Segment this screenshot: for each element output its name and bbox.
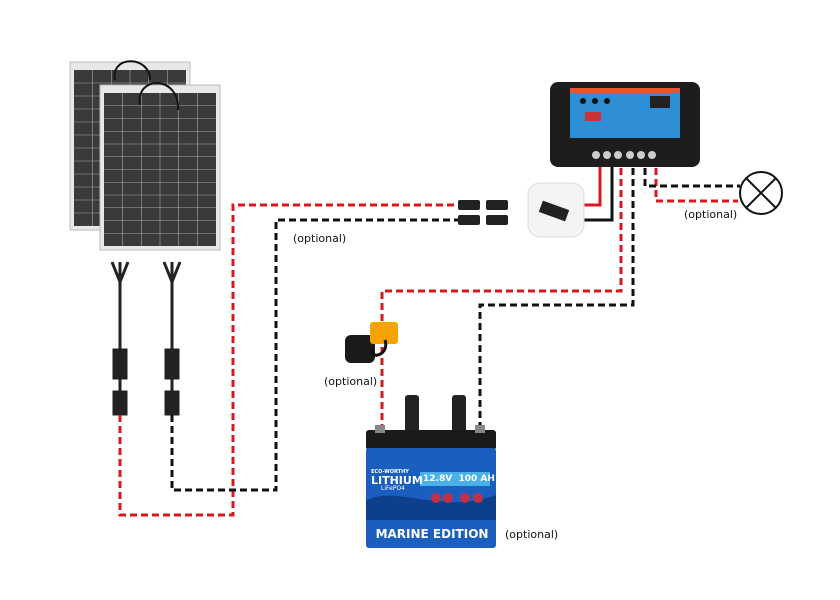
optional-load-label: (optional): [684, 208, 738, 221]
battery-rating: 12.8V 100 AH: [423, 474, 495, 484]
lamp-load-icon: [739, 171, 783, 215]
optional-connector-label: (optional): [293, 232, 347, 245]
positive-wire-panel: [118, 203, 460, 517]
battery-chemistry: LiFePO4: [381, 485, 405, 492]
charge-controller: [550, 82, 700, 167]
solar-panel-2: [99, 84, 221, 251]
panel-cable: [113, 60, 151, 81]
negative-wire-load: [643, 168, 740, 188]
optional-battery-label: (optional): [505, 528, 559, 541]
optional-fuse-label: (optional): [324, 375, 378, 388]
positive-wire-load: [654, 168, 738, 203]
panel-cable: [138, 82, 180, 111]
negative-wire-battery: [478, 168, 635, 425]
positive-wire-battery: [380, 168, 623, 425]
positive-wire-controller: [580, 165, 602, 207]
negative-wire-controller: [580, 165, 614, 222]
branch-connector: [527, 182, 585, 238]
panel-leads: [110, 261, 182, 416]
battery-branding: ECO-WORTHY LITHIUM LiFePO4: [371, 470, 423, 492]
negative-wire-panel: [170, 218, 460, 492]
battery-brand: ECO-WORTHY: [371, 469, 409, 475]
fuse-holder: [345, 322, 398, 363]
battery-type: LITHIUM: [371, 474, 423, 487]
battery: [366, 395, 496, 548]
battery-edition: MARINE EDITION: [375, 527, 489, 541]
mc4-connectors: [458, 200, 508, 225]
